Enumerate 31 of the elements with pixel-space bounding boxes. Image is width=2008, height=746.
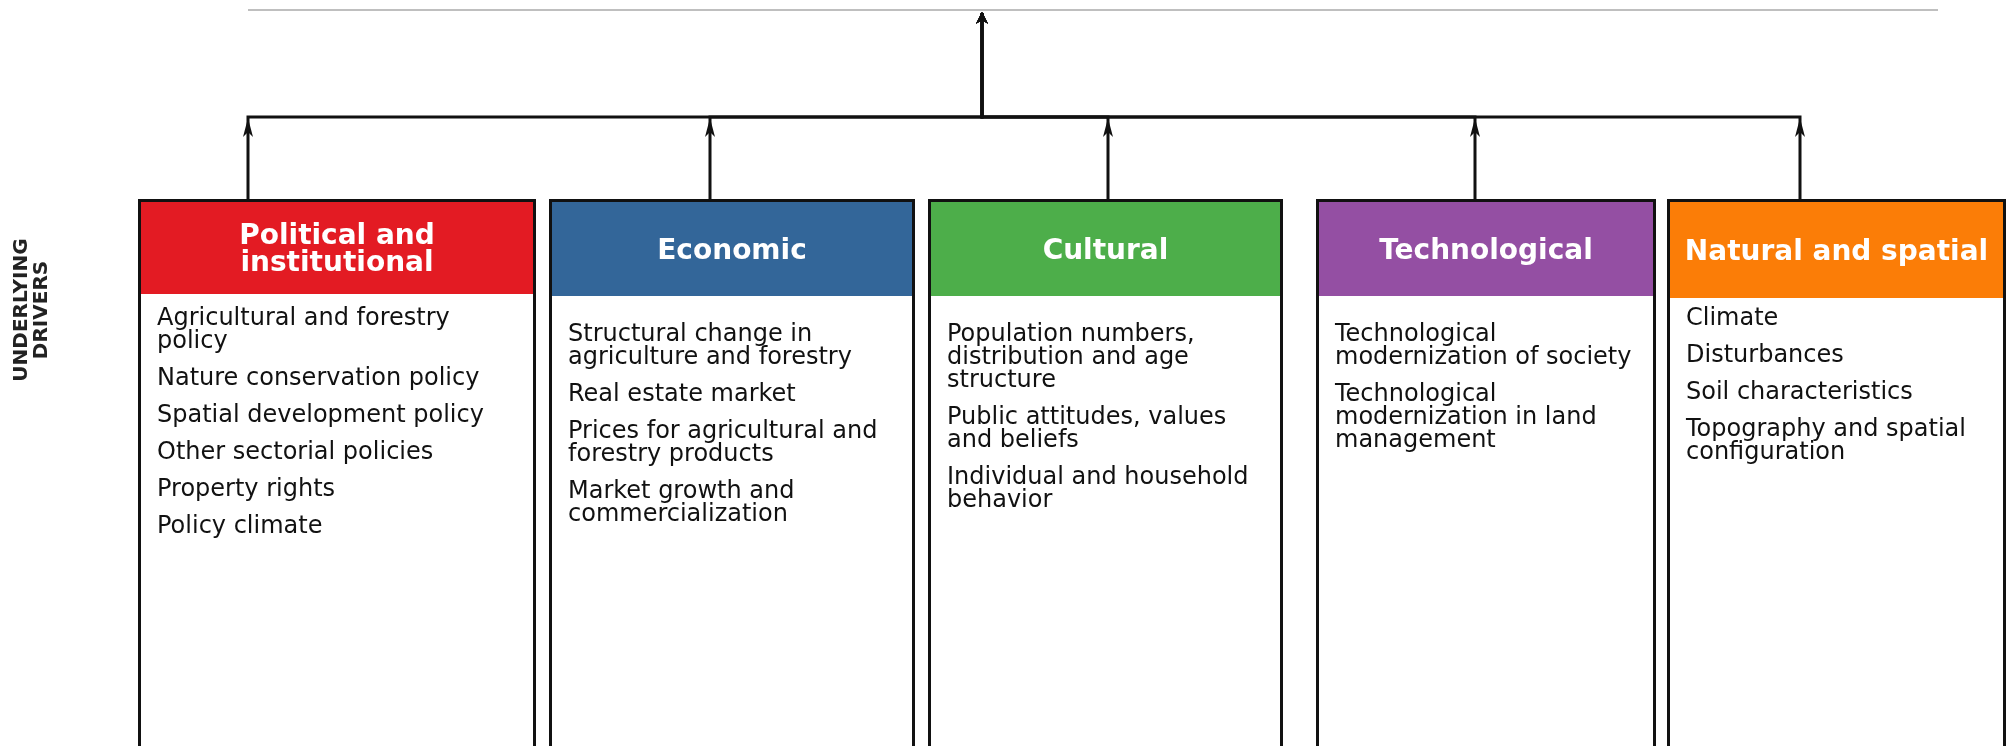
driver-item: Climate bbox=[1686, 306, 1780, 329]
driver-item: Individual and household behavior bbox=[947, 465, 1250, 511]
driver-item: Technological modernization of society bbox=[1335, 322, 1633, 368]
driver-item: Prices for agricultural and forestry products bbox=[568, 419, 879, 465]
driver-item: Structural change in agriculture and forestry bbox=[568, 322, 853, 368]
driver-item: Spatial development policy bbox=[157, 403, 485, 426]
category-header: Political and institutional bbox=[141, 202, 533, 294]
driver-item: Policy climate bbox=[157, 514, 324, 537]
category-header: Cultural bbox=[931, 202, 1280, 296]
driver-item: Other sectorial policies bbox=[157, 440, 435, 463]
category-box bbox=[1316, 199, 1656, 746]
side-label: UNDERLYING DRIVERS bbox=[10, 237, 50, 384]
driver-item: Technological modernization in land management bbox=[1335, 382, 1598, 451]
category-header: Technological bbox=[1319, 202, 1653, 296]
driver-item: Topography and spatial configuration bbox=[1686, 417, 1967, 463]
category-box bbox=[928, 199, 1283, 746]
driver-item: Nature conservation policy bbox=[157, 366, 481, 389]
driver-item: Population numbers, distribution and age structure bbox=[947, 322, 1196, 391]
driver-item: Agricultural and forestry policy bbox=[157, 306, 451, 352]
driver-item: Disturbances bbox=[1686, 343, 1845, 366]
category-box bbox=[138, 199, 536, 746]
driver-item: Market growth and commercialization bbox=[568, 479, 796, 525]
category-box bbox=[549, 199, 915, 746]
category-box bbox=[1667, 199, 2006, 746]
arrow bbox=[976, 11, 1805, 199]
category-header: Natural and spatial bbox=[1670, 202, 2003, 298]
driver-item: Soil characteristics bbox=[1686, 380, 1914, 403]
driver-item: Property rights bbox=[157, 477, 337, 500]
driver-item: Real estate market bbox=[568, 382, 797, 405]
category-header: Economic bbox=[552, 202, 912, 296]
driver-item: Public attitudes, values and beliefs bbox=[947, 405, 1228, 451]
